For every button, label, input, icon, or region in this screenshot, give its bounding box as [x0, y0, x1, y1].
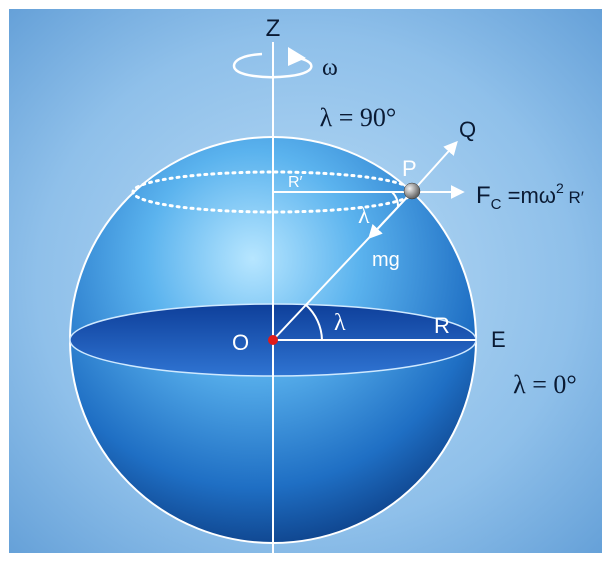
center-angle-arc [305, 304, 323, 341]
point-p-label: P [402, 156, 417, 181]
east-label: E [491, 327, 506, 352]
center-dot [268, 335, 278, 345]
small-radius-label: R′ [288, 174, 303, 191]
gravity-arrow [368, 191, 413, 240]
earth-radius-label: R [434, 313, 450, 338]
centrifugal-force-label: FC =mω2 R′ [476, 180, 584, 213]
lambda-at-p-label: λ [358, 203, 370, 229]
omega-label: ω [322, 55, 338, 81]
rotation-arrow-head [288, 47, 306, 66]
rotation-arrow [232, 52, 313, 79]
gravity-label: mg [372, 249, 400, 271]
point-p-ball [403, 182, 421, 200]
p-angle-arc [391, 191, 399, 208]
equator-latitude-label: λ = 0° [513, 370, 577, 399]
center-lambda-label: λ [334, 310, 346, 336]
q-label: Q [459, 117, 476, 142]
z-axis-label: Z [266, 15, 281, 42]
origin-label: O [232, 330, 249, 355]
q-direction-arrow [411, 140, 458, 193]
north-pole-latitude-label: λ = 90° [320, 103, 397, 132]
